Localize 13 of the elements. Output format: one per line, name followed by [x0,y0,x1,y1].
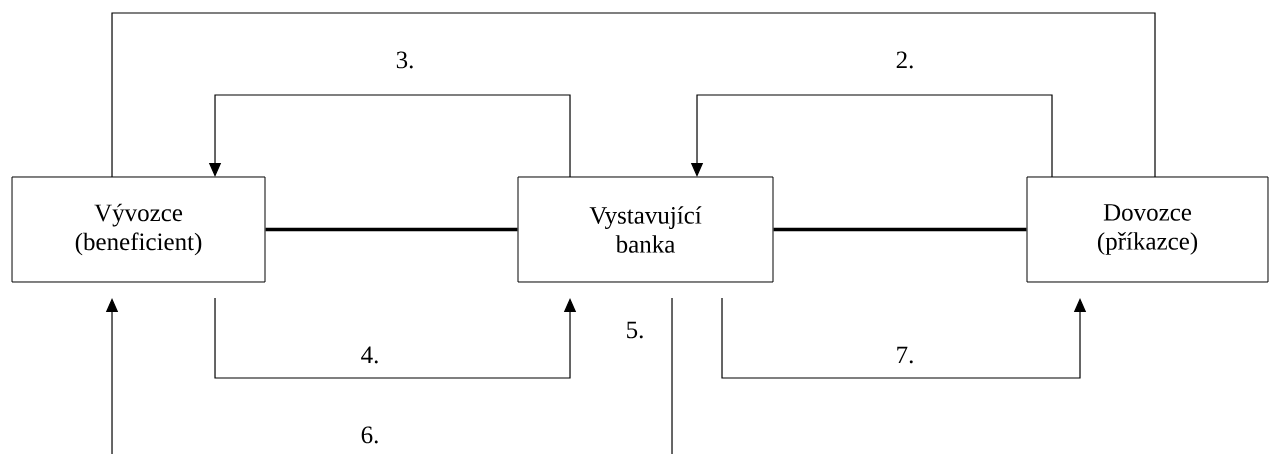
step-number: 6. [361,426,378,444]
party-box: Dovozce (příkazce) [1026,176,1269,283]
connector-line [671,297,673,454]
connector-line [265,227,518,232]
party-box: Vystavující banka [517,176,774,283]
edge-label: 7. [894,345,916,365]
party-box: Vývozce (beneficient) [11,176,266,283]
connector-line [111,12,1156,178]
connector-line [773,227,1027,232]
edge-label: 3. [394,50,416,70]
edge-label: 2. [894,50,916,70]
edge-label: 4. [359,345,381,365]
edge-label: 5. [624,320,646,340]
